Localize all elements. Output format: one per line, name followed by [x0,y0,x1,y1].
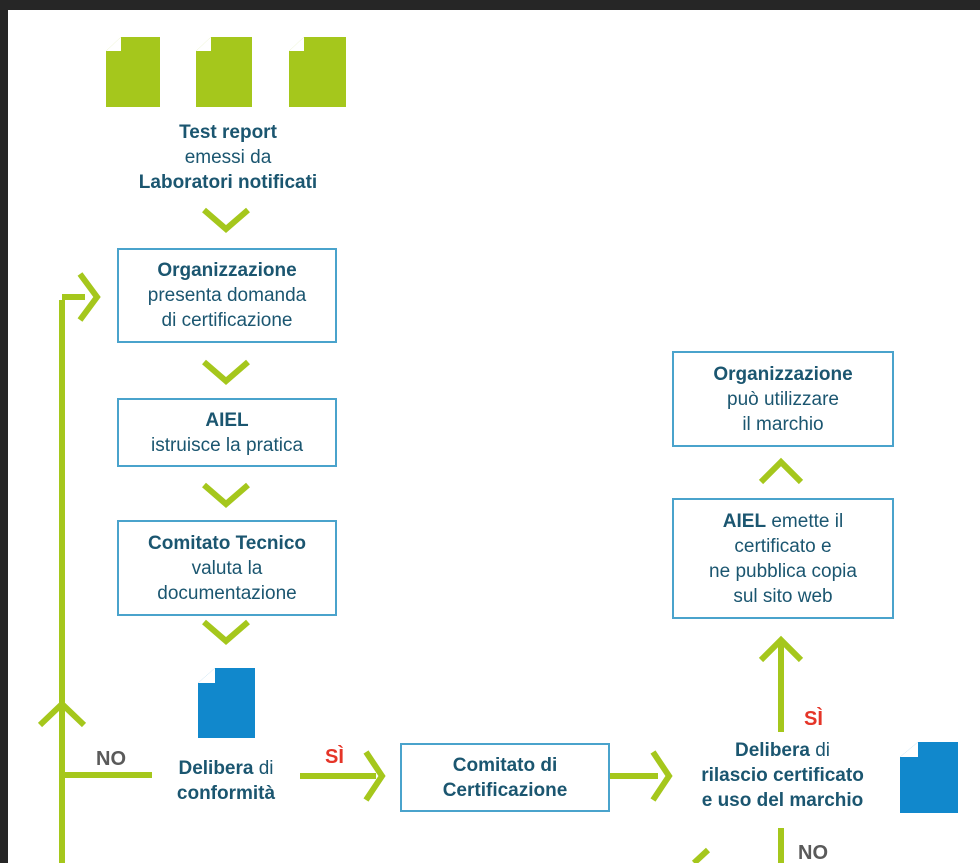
comitato-certificazione-box: Comitato di Certificazione [400,743,610,812]
chevron-down-icon [202,619,250,645]
utilizzare-box: Organizzazione può utilizzare il marchio [672,351,894,447]
istruisce-text: AIEL istruisce la pratica [150,409,304,456]
chevron-down-icon [202,359,250,385]
flowchart-canvas: Test report emessi da Laboratori notific… [8,10,980,863]
yes-label-right: SÌ [804,708,823,730]
chevron-right-icon [363,750,386,802]
chevron-right-icon [650,750,673,802]
domanda-text: Organizzazione presenta domanda di certi… [147,260,307,331]
no-label-left: NO [96,748,126,770]
document-icon-green [106,37,160,107]
chevron-down-icon [202,482,250,508]
document-icon-green [196,37,252,107]
flow-connectors [37,37,958,863]
utilizzare-text: Organizzazione può utilizzare il marchio [713,363,853,435]
chevron-up-icon [758,457,804,485]
no-label-right: NO [798,842,828,863]
comitato-tecnico-box: Comitato Tecnico valuta la documentazion… [117,520,337,616]
test-report-text: Test report emessi da Laboratori notific… [138,122,318,193]
comitato-certificazione-text: Comitato di Certificazione [442,754,568,801]
chevron-up-icon [758,635,804,663]
comitato-tecnico-text: Comitato Tecnico valuta la documentazion… [148,532,306,604]
emette-text: AIEL emette il certificato e ne pubblica… [709,510,857,607]
document-icon-blue [900,742,958,813]
chevron-up-icon [37,699,87,728]
chevron-down-icon [202,207,250,233]
emette-box: AIEL emette il certificato e ne pubblica… [672,498,894,619]
document-icon-blue [198,668,255,738]
delibera-rilascio-text: Delibera di rilascio certificato e uso d… [701,740,864,811]
domanda-box: Organizzazione presenta domanda di certi… [117,248,337,343]
istruisce-box: AIEL istruisce la pratica [117,398,337,467]
document-icon-green [289,37,346,107]
yes-label-left: SÌ [325,746,344,768]
chevron-right-icon [77,272,101,322]
delibera-conformita-text: Delibera di conformità [176,758,276,804]
